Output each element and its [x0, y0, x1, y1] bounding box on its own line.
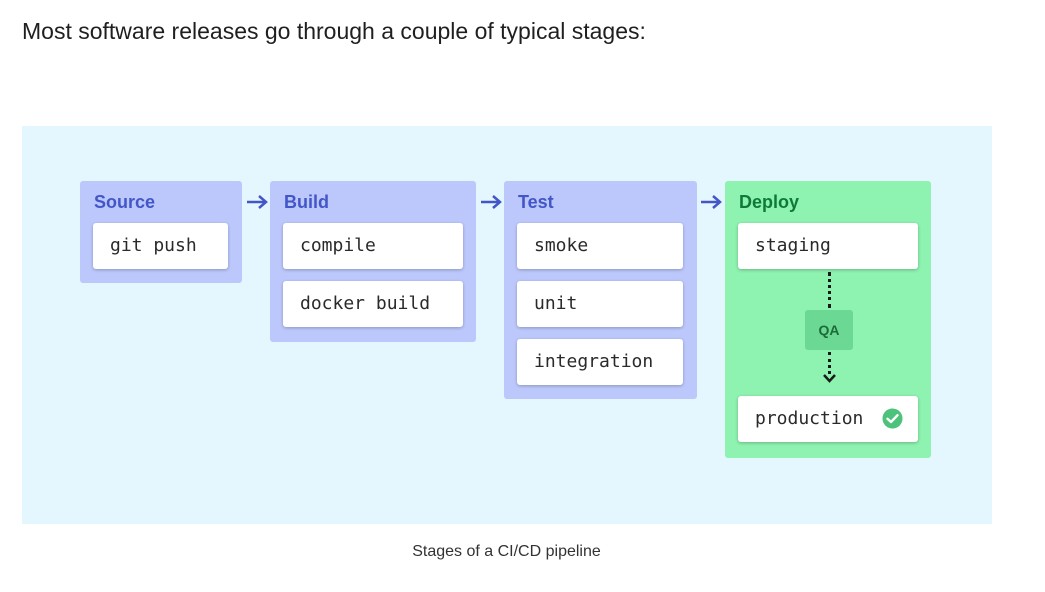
dotted-connector: [828, 272, 831, 308]
step-staging: staging: [738, 223, 918, 269]
stage-title: Build: [284, 192, 329, 212]
stage-source: Source git push: [80, 181, 242, 283]
step-smoke: smoke: [517, 223, 683, 269]
step-docker-build: docker build: [283, 281, 463, 327]
step-git-push: git push: [93, 223, 228, 269]
pipeline-diagram: Source git push Build compile docker bui…: [22, 126, 992, 524]
right-arrow-icon: [481, 195, 502, 209]
qa-gate: QA: [805, 310, 853, 350]
step-integration: integration: [517, 339, 683, 385]
stage-test: Test smoke unit integration: [504, 181, 697, 399]
intro-text: Most software releases go through a coup…: [22, 18, 646, 44]
step-production-label: production: [755, 408, 864, 429]
step-compile: compile: [283, 223, 463, 269]
stage-deploy: Deploy staging QA production: [725, 181, 931, 458]
stage-title: Deploy: [739, 192, 800, 212]
right-arrow-icon: [701, 195, 722, 209]
step-production: production: [738, 396, 918, 442]
dotted-down-arrow-icon: [823, 374, 836, 383]
stage-title: Source: [94, 192, 156, 212]
step-unit: unit: [517, 281, 683, 327]
figure-caption: Stages of a CI/CD pipeline: [412, 543, 601, 560]
check-circle-icon: [882, 408, 903, 429]
stage-title: Test: [518, 192, 554, 212]
right-arrow-icon: [247, 195, 268, 209]
stage-build: Build compile docker build: [270, 181, 476, 342]
dotted-connector: [828, 352, 831, 374]
